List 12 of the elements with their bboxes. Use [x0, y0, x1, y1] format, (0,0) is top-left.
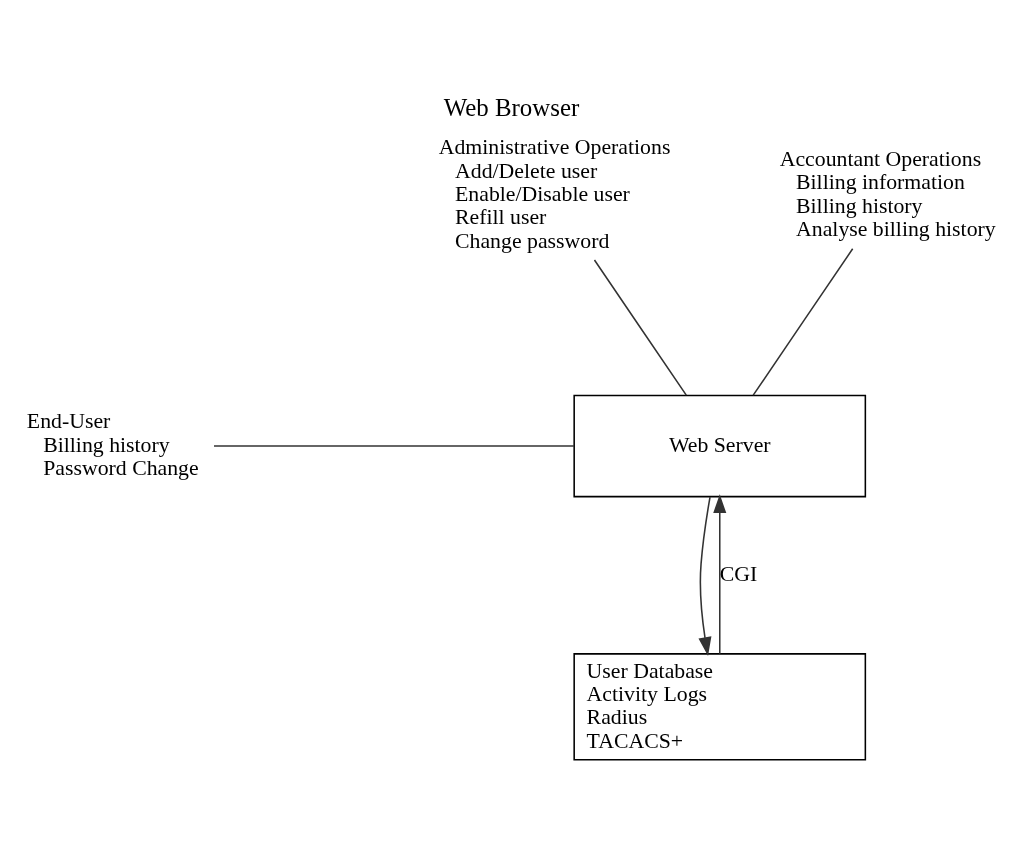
node-text: End-User Billing history Password Change [26, 409, 199, 481]
edge-label: CGI [719, 562, 758, 587]
node-box: Web Server [573, 394, 867, 498]
connector [752, 248, 854, 396]
arrow [713, 494, 727, 655]
node-text: Administrative Operations Add/Delete user Enable/Disable user Refill user Change password [438, 135, 671, 253]
diagram-title: Web Browser [443, 94, 580, 122]
connector [213, 445, 575, 447]
connector [593, 259, 688, 396]
node-box: User Database Activity Logs Radius TACACS+ [573, 653, 867, 761]
node-text: Accountant Operations Billing information Billing history Analyse billing history [779, 147, 996, 242]
arrow [698, 496, 712, 656]
